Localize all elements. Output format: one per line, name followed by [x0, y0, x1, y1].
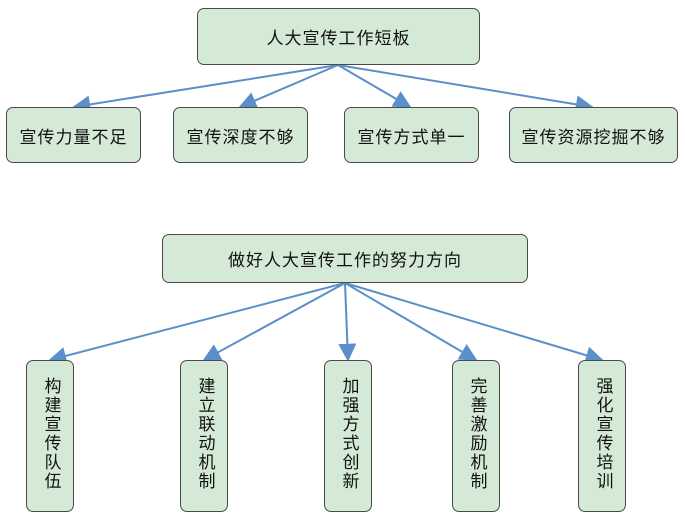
- top-item-node-4: 宣传资源挖掘不够: [509, 107, 678, 163]
- bottom-item-label: 构建宣传队伍: [40, 377, 61, 491]
- top-item-label: 宣传方式单一: [357, 127, 466, 148]
- arrow-bottom-4: [344, 282, 478, 361]
- bottom-item-label: 建立联动机制: [194, 377, 215, 491]
- arrow-bottom-1: [48, 282, 346, 365]
- top-item-node-2: 宣传深度不够: [173, 107, 308, 163]
- arrow-top-4: [337, 64, 594, 114]
- top-root-label: 人大宣传工作短板: [266, 29, 411, 49]
- arrow-top-2: [238, 64, 339, 109]
- bottom-item-node-2: 建立联动机制: [180, 360, 228, 512]
- bottom-root-label: 做好人大宣传工作的努力方向: [228, 251, 462, 271]
- arrow-bottom-2: [202, 282, 346, 361]
- bottom-item-label: 完善激励机制: [466, 377, 487, 491]
- bottom-item-node-4: 完善激励机制: [452, 360, 500, 512]
- top-item-label: 宣传力量不足: [19, 127, 128, 148]
- arrow-bottom-5: [344, 282, 604, 364]
- top-item-label: 宣传资源挖掘不够: [521, 127, 666, 148]
- bottom-item-node-1: 构建宣传队伍: [26, 360, 74, 512]
- bottom-item-node-3: 加强方式创新: [324, 360, 372, 512]
- top-item-node-1: 宣传力量不足: [6, 107, 141, 163]
- bottom-item-label: 强化宣传培训: [592, 377, 613, 491]
- bottom-item-label: 加强方式创新: [338, 377, 359, 491]
- bottom-item-node-5: 强化宣传培训: [578, 360, 626, 512]
- arrow-bottom-3: [338, 282, 357, 362]
- top-root-node: 人大宣传工作短板: [197, 8, 480, 65]
- bottom-root-node: 做好人大宣传工作的努力方向: [162, 234, 528, 283]
- arrow-top-1: [72, 64, 339, 114]
- arrow-top-3: [337, 64, 412, 108]
- top-item-label: 宣传深度不够: [186, 127, 295, 148]
- top-item-node-3: 宣传方式单一: [344, 107, 479, 163]
